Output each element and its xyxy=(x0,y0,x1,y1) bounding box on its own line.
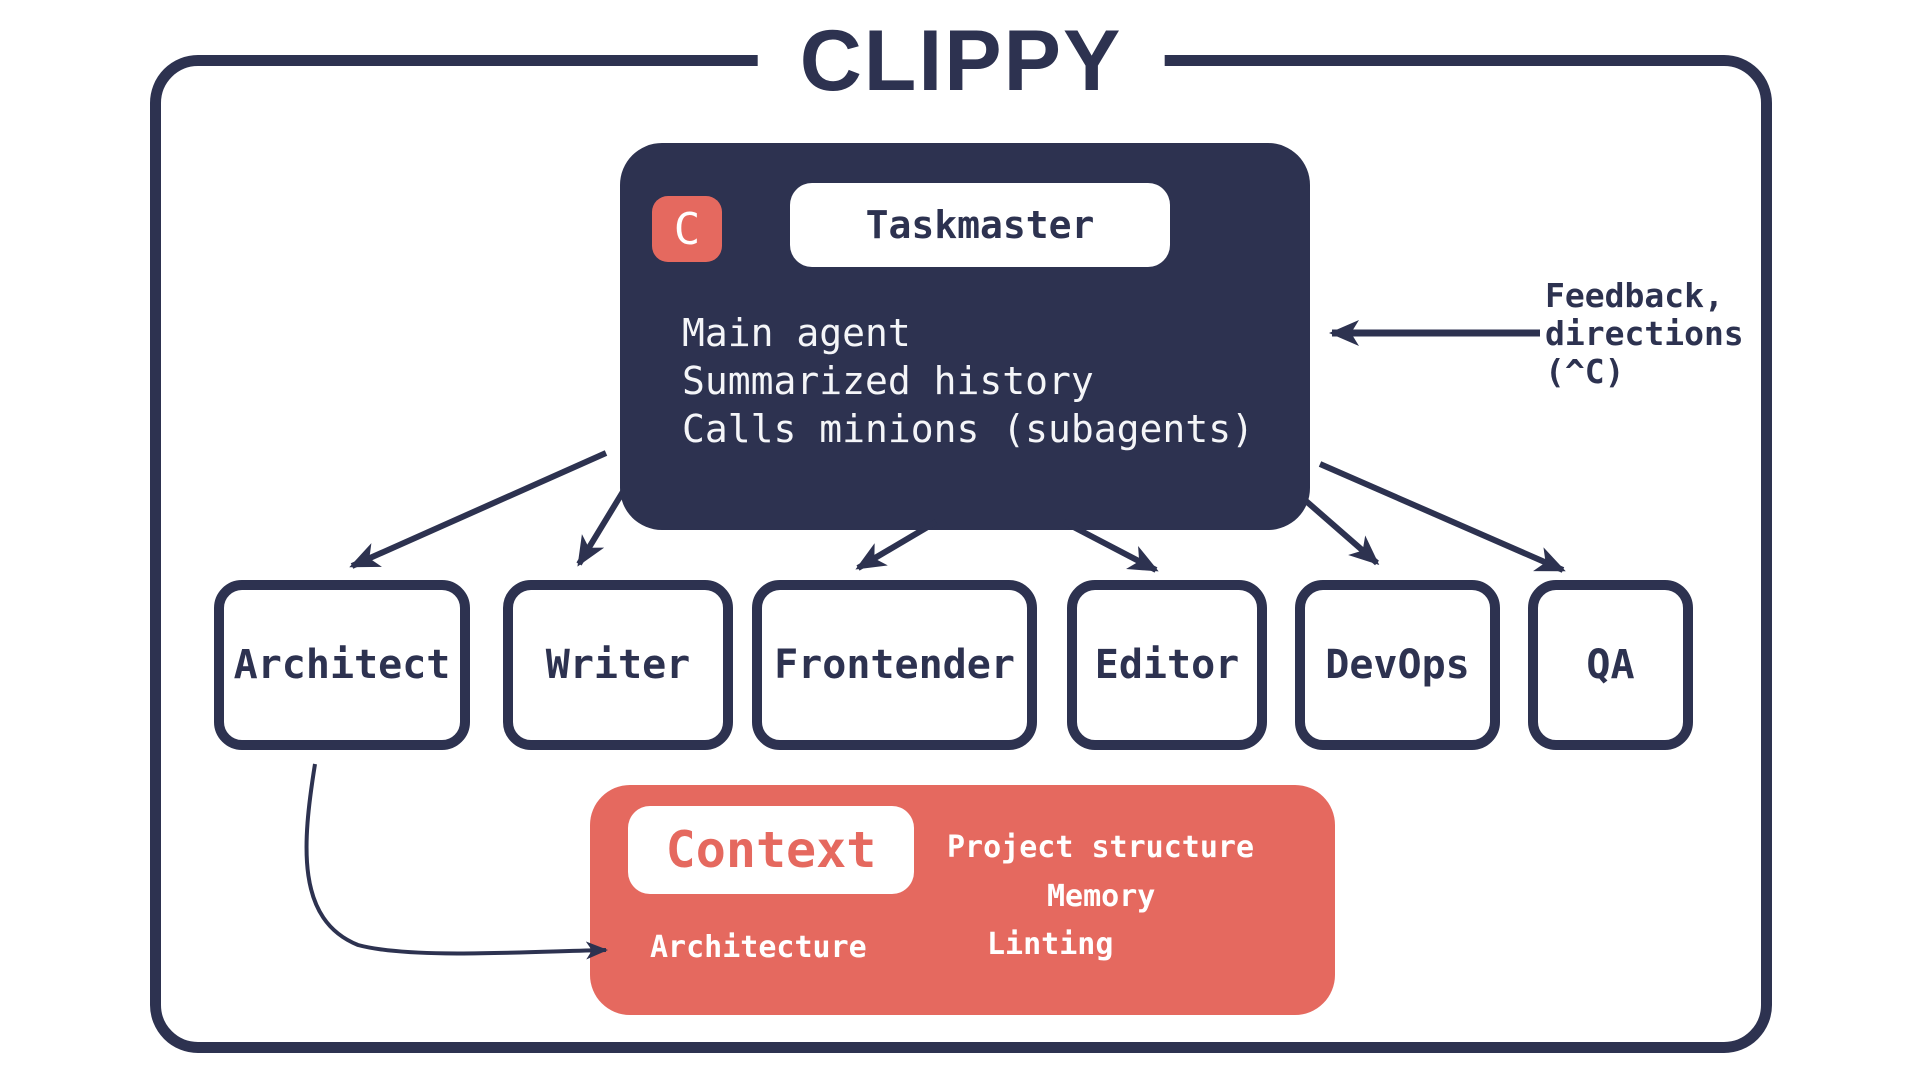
context-item-linting: Linting xyxy=(987,927,1114,962)
taskmaster-node: C Taskmaster Main agent Summarized histo… xyxy=(620,143,1310,530)
agent-node-architect: Architect xyxy=(214,580,470,750)
context-item-memory: Memory xyxy=(1047,879,1156,914)
diagram-title: CLIPPY xyxy=(757,6,1165,116)
agent-node-writer: Writer xyxy=(503,580,733,750)
context-item-project-structure: Project structure xyxy=(947,830,1255,865)
agent-node-editor: Editor xyxy=(1067,580,1267,750)
context-item-architecture: Architecture xyxy=(650,930,867,965)
context-node: Context Project structure Memory Archite… xyxy=(590,785,1335,1015)
taskmaster-description: Main agent Summarized history Calls mini… xyxy=(682,311,1254,451)
agent-node-frontender: Frontender xyxy=(752,580,1037,750)
feedback-note: Feedback, directions (^C) xyxy=(1545,276,1744,391)
claude-c-badge-icon: C xyxy=(652,196,722,262)
taskmaster-label: Taskmaster xyxy=(790,183,1170,267)
context-label: Context xyxy=(628,806,914,894)
agent-node-devops: DevOps xyxy=(1295,580,1500,750)
agent-node-qa: QA xyxy=(1528,580,1693,750)
